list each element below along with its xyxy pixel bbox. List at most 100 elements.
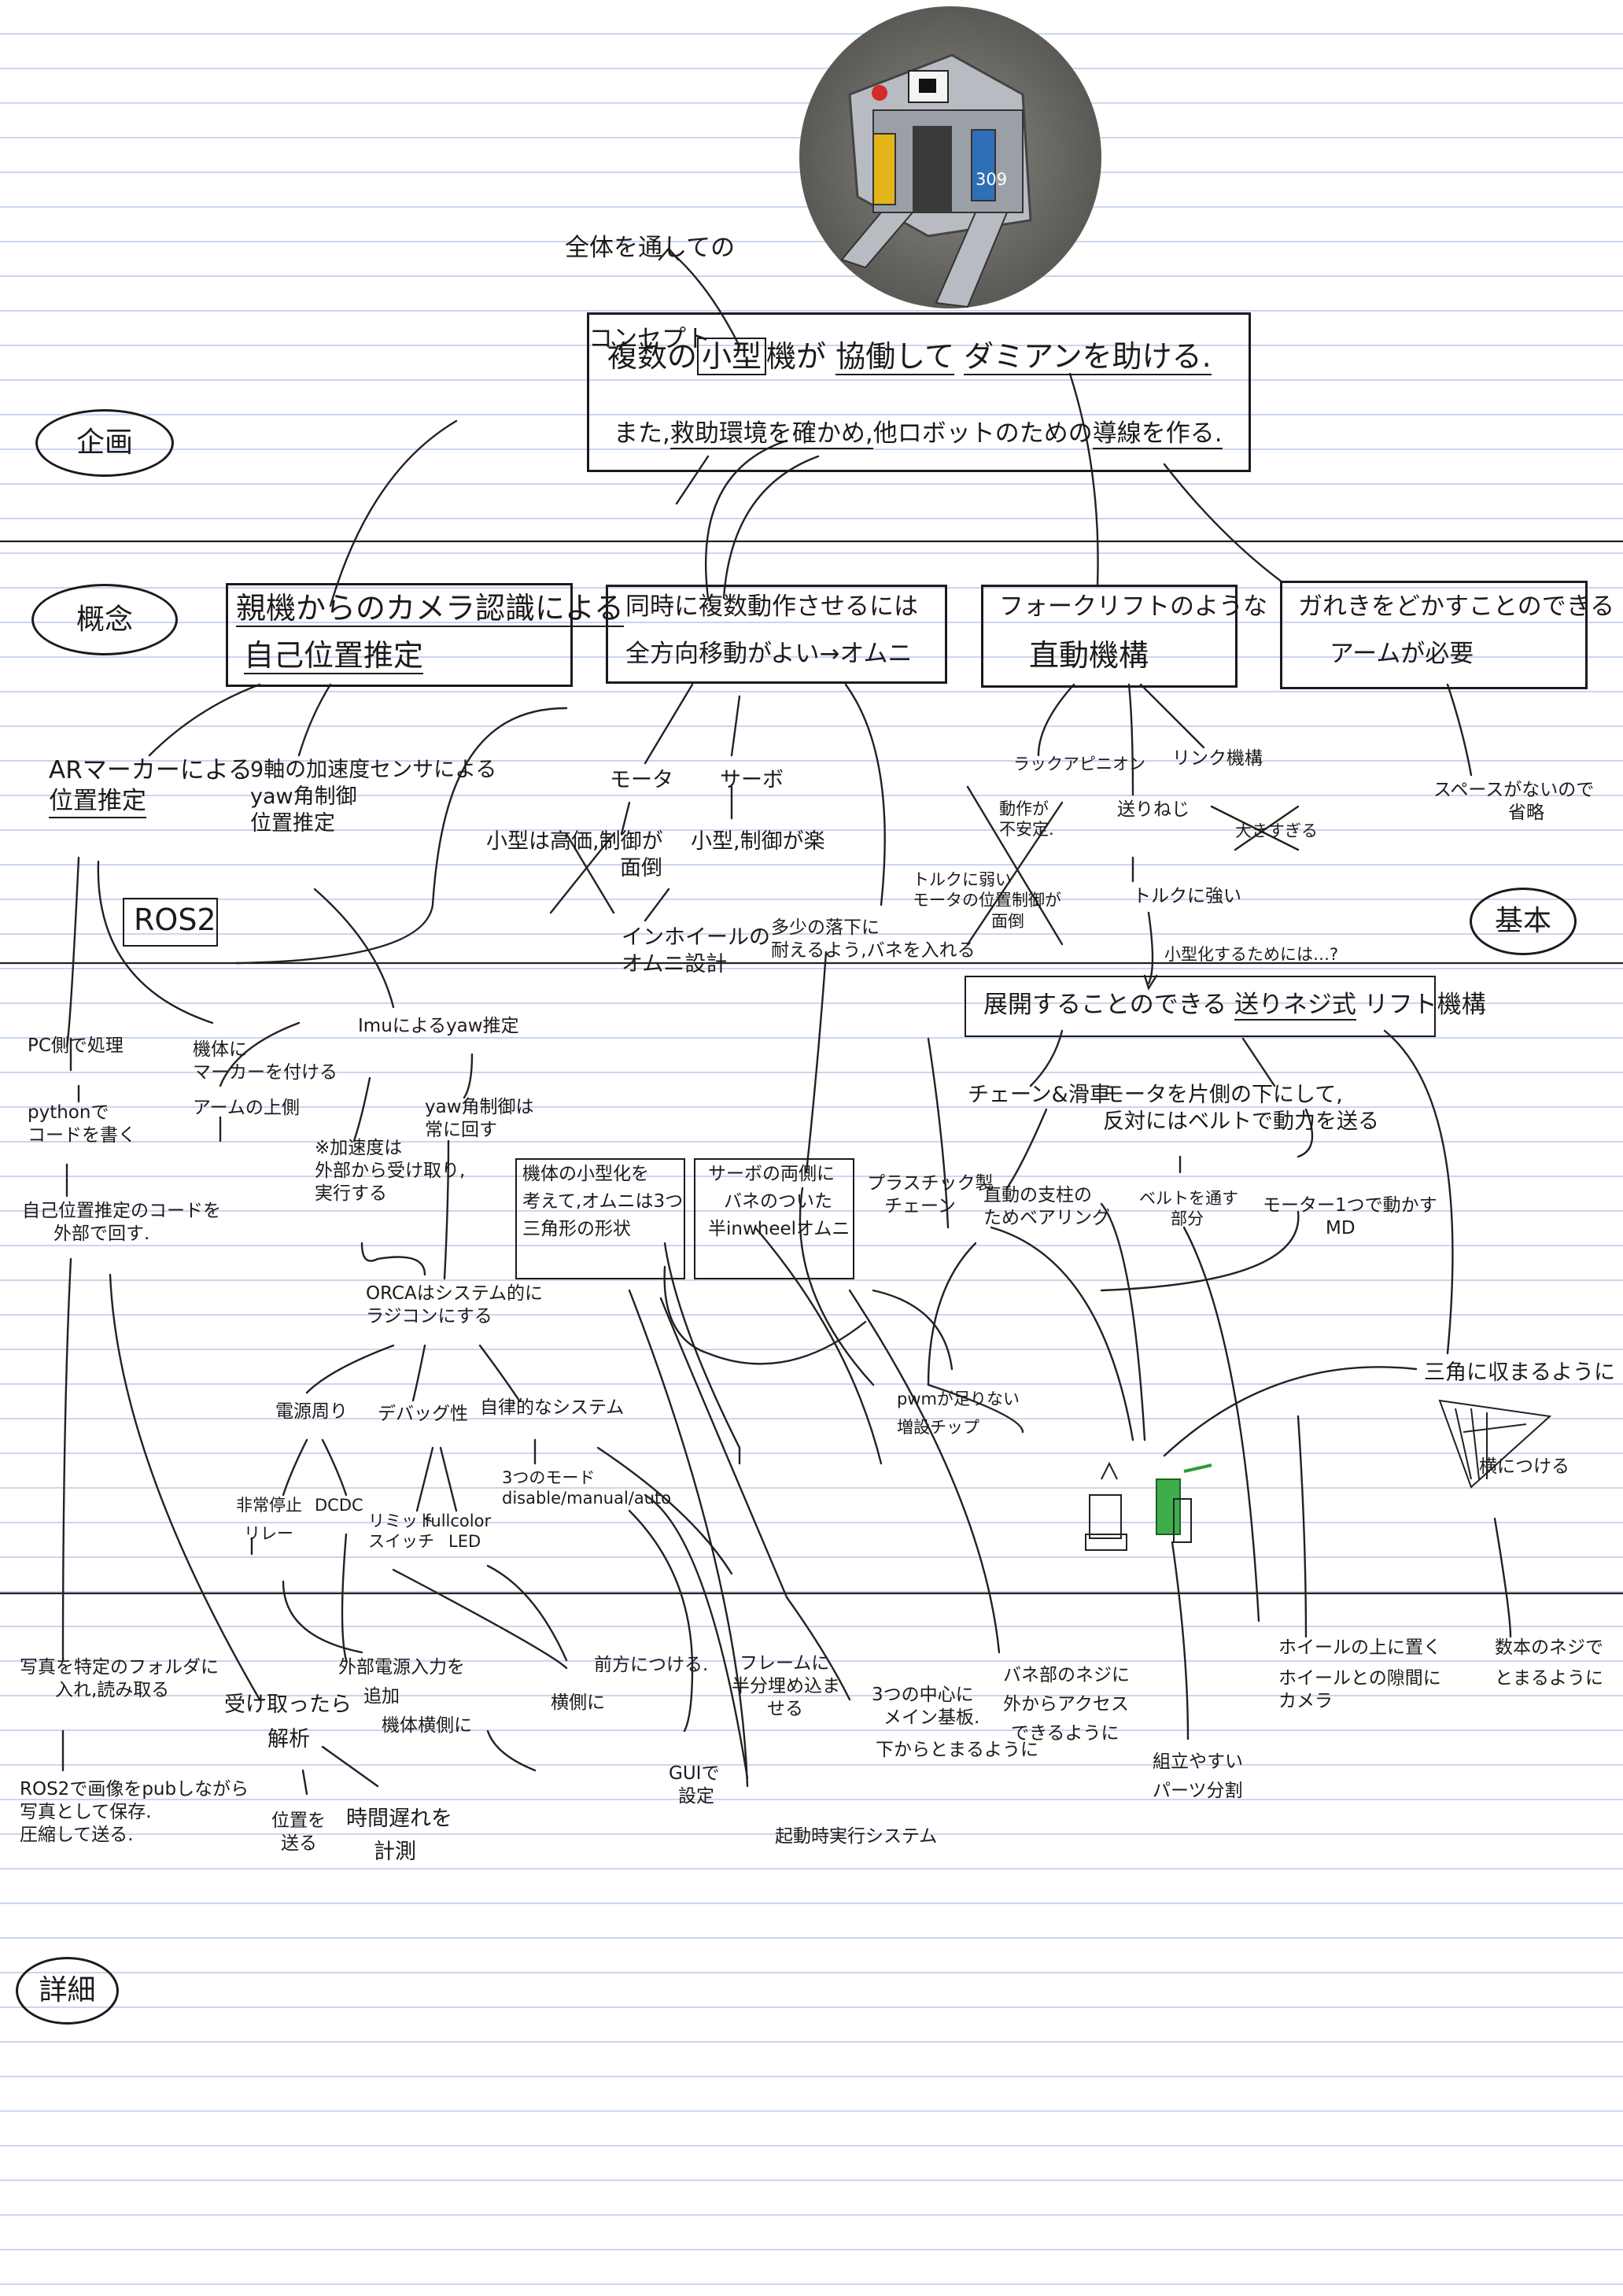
- node-text: 組立やすい: [1153, 1752, 1243, 1772]
- node-folder: 写真を特定のフォルダに入れ,読み取る: [20, 1656, 219, 1702]
- node-parts: 組立やすいパーツ分割: [1153, 1751, 1243, 1803]
- node-text: 機体横側に: [382, 1715, 472, 1736]
- node-text: サーボの両側に: [708, 1164, 835, 1184]
- node-text: 増設チップ: [897, 1418, 979, 1438]
- node-screws: 数本のネジでとまるように: [1495, 1637, 1603, 1690]
- robot-photo: [799, 6, 1101, 308]
- box4-line2: アームが必要: [1330, 640, 1474, 668]
- concept-box: [587, 312, 1251, 472]
- node-text: できるように: [1011, 1722, 1120, 1744]
- node-belt-sub: ベルトを通す部分: [1139, 1188, 1238, 1230]
- concept-text: 導線を作る.: [1092, 419, 1223, 449]
- node-text: yaw角制御: [250, 784, 357, 809]
- node-side-attach: 横につける: [1479, 1456, 1570, 1477]
- box-text: 親機からのカメラ認識による: [236, 591, 624, 627]
- node-text: 9軸の加速度センサによる: [250, 758, 497, 782]
- photo-caption-line1: 全体を通しての: [565, 233, 736, 262]
- node-text: カメラ: [1278, 1690, 1333, 1711]
- node-front: 前方につける.: [594, 1655, 709, 1675]
- node-text: 部分: [1171, 1209, 1204, 1229]
- concept-box-arm: [1280, 581, 1588, 689]
- section-label-kihon: 基本: [1470, 888, 1577, 955]
- node-text: 半分埋め込ま: [732, 1675, 840, 1696]
- node-text: 入れ,読み取る: [55, 1679, 170, 1700]
- node-text: 設定: [678, 1785, 714, 1807]
- concept-text: また,: [614, 419, 670, 448]
- concept-box-linear: [981, 585, 1238, 688]
- node-text: 送る: [281, 1833, 317, 1854]
- node-text: GUIで: [669, 1763, 720, 1784]
- node-ar: ARマーカーによる位置推定: [49, 755, 253, 818]
- node-text: 直動の支柱の: [983, 1185, 1092, 1205]
- node-text: トルクに弱い: [913, 870, 1012, 889]
- node-text: 三角形の形状: [522, 1218, 631, 1239]
- node-pwm: pwmが足りない増設チップ: [897, 1389, 1020, 1438]
- node-sendpos: 位置を送る: [271, 1810, 326, 1855]
- node-text: リレー: [244, 1524, 293, 1544]
- ros2-label: ROS2: [134, 903, 216, 937]
- node-text: 機体に: [193, 1039, 247, 1060]
- node-text: ラジコンにする: [366, 1305, 492, 1327]
- node-text: pwmが足りない: [897, 1390, 1020, 1408]
- node-python: pythonでコードを書く: [28, 1102, 136, 1147]
- node-text: オムニ設計: [622, 951, 728, 976]
- lift-text-a: 展開することのできる: [983, 991, 1227, 1019]
- node-mainboard: 3つの中心にメイン基板.下からとまるように: [872, 1684, 1038, 1761]
- node-text: メイン基板.: [883, 1707, 980, 1728]
- concept-text: 小型: [697, 338, 767, 375]
- node-text: 外部から受け取り,: [315, 1160, 466, 1181]
- node-spring-screw: バネ部のネジに外からアクセスできるように: [1003, 1664, 1130, 1744]
- robot-sketch: [1085, 1461, 1212, 1551]
- node-text: モータの位置制御が: [913, 891, 1061, 910]
- node-orca: ORCAはシステム的にラジコンにする: [366, 1283, 543, 1328]
- node-text: ホイールとの隙間に: [1278, 1667, 1441, 1689]
- node-text: yaw角制御は: [425, 1097, 534, 1117]
- node-text: パーツ分割: [1153, 1780, 1243, 1801]
- node-link-cons: 大きすぎる: [1235, 821, 1318, 840]
- section-label-shousai: 詳細: [16, 1957, 119, 2025]
- node-belt: モータを片側の下にして,反対にはベルトで動力を送る: [1103, 1082, 1379, 1135]
- section-label-kikaku: 企画: [35, 409, 174, 477]
- node-text: ベルトを通す: [1139, 1189, 1238, 1208]
- node-text: 反対にはベルトで動力を送る: [1103, 1109, 1379, 1134]
- node-estop: 非常停止リレー: [236, 1495, 302, 1545]
- node-text: 実行する: [315, 1183, 387, 1204]
- concept-box-omni: [606, 585, 947, 684]
- node-text: コードを書く: [28, 1124, 136, 1146]
- node-pc: PC側で処理: [28, 1035, 124, 1056]
- node-text: 3つの中心に: [872, 1685, 974, 1705]
- node-chain: チェーン&滑車: [968, 1083, 1111, 1107]
- lift-box: [965, 976, 1436, 1037]
- node-debug: デバッグ性: [378, 1404, 468, 1424]
- node-text: 半inwheelオムニ: [708, 1218, 850, 1239]
- node-text: 外部で回す.: [53, 1223, 150, 1244]
- photo-caption-line2: コンセプト: [588, 324, 710, 353]
- node-text: 小型は高価,制御が: [486, 829, 663, 854]
- concept-text: ダミアンを助ける.: [964, 339, 1212, 375]
- concept-line2: また,救助環境を確かめ,他ロボットのための導線を作る.: [614, 419, 1223, 449]
- node-text: 写真を特定のフォルダに: [20, 1657, 219, 1678]
- node-side: 横側に: [551, 1692, 605, 1713]
- node-servo-side: サーボの両側にバネのついた半inwheelオムニ: [708, 1163, 850, 1240]
- node-small-q: 小型化するためには…?: [1164, 945, 1339, 964]
- node-marker: 機体にマーカーを付けるアームの上側: [193, 1039, 338, 1119]
- box-servo-side: [694, 1158, 854, 1279]
- node-dcdc: DCDC: [315, 1496, 363, 1515]
- node-text: pythonで: [28, 1102, 109, 1123]
- node-text: ためベアリング: [983, 1207, 1110, 1228]
- node-motor-cons: 小型は高価,制御が面倒: [486, 829, 663, 882]
- node-text: 時間遅れを: [346, 1807, 452, 1831]
- lift-text: 展開することのできる 送りネジ式 リフト機構: [983, 990, 1486, 1021]
- node-text: 圧縮して送る.: [20, 1824, 134, 1845]
- node-torque: トルクに強い: [1133, 886, 1241, 906]
- box1-line2: 自己位置推定: [244, 637, 424, 675]
- node-small-body: 機体の小型化を考えて,オムニは3つ三角形の形状: [522, 1163, 683, 1240]
- box3-line1: フォークリフトのような: [999, 592, 1267, 621]
- node-recv: 受け取ったら解析: [224, 1692, 352, 1753]
- node-servo-pro: 小型,制御が楽: [691, 829, 825, 854]
- node-text: インホイールの: [622, 925, 770, 950]
